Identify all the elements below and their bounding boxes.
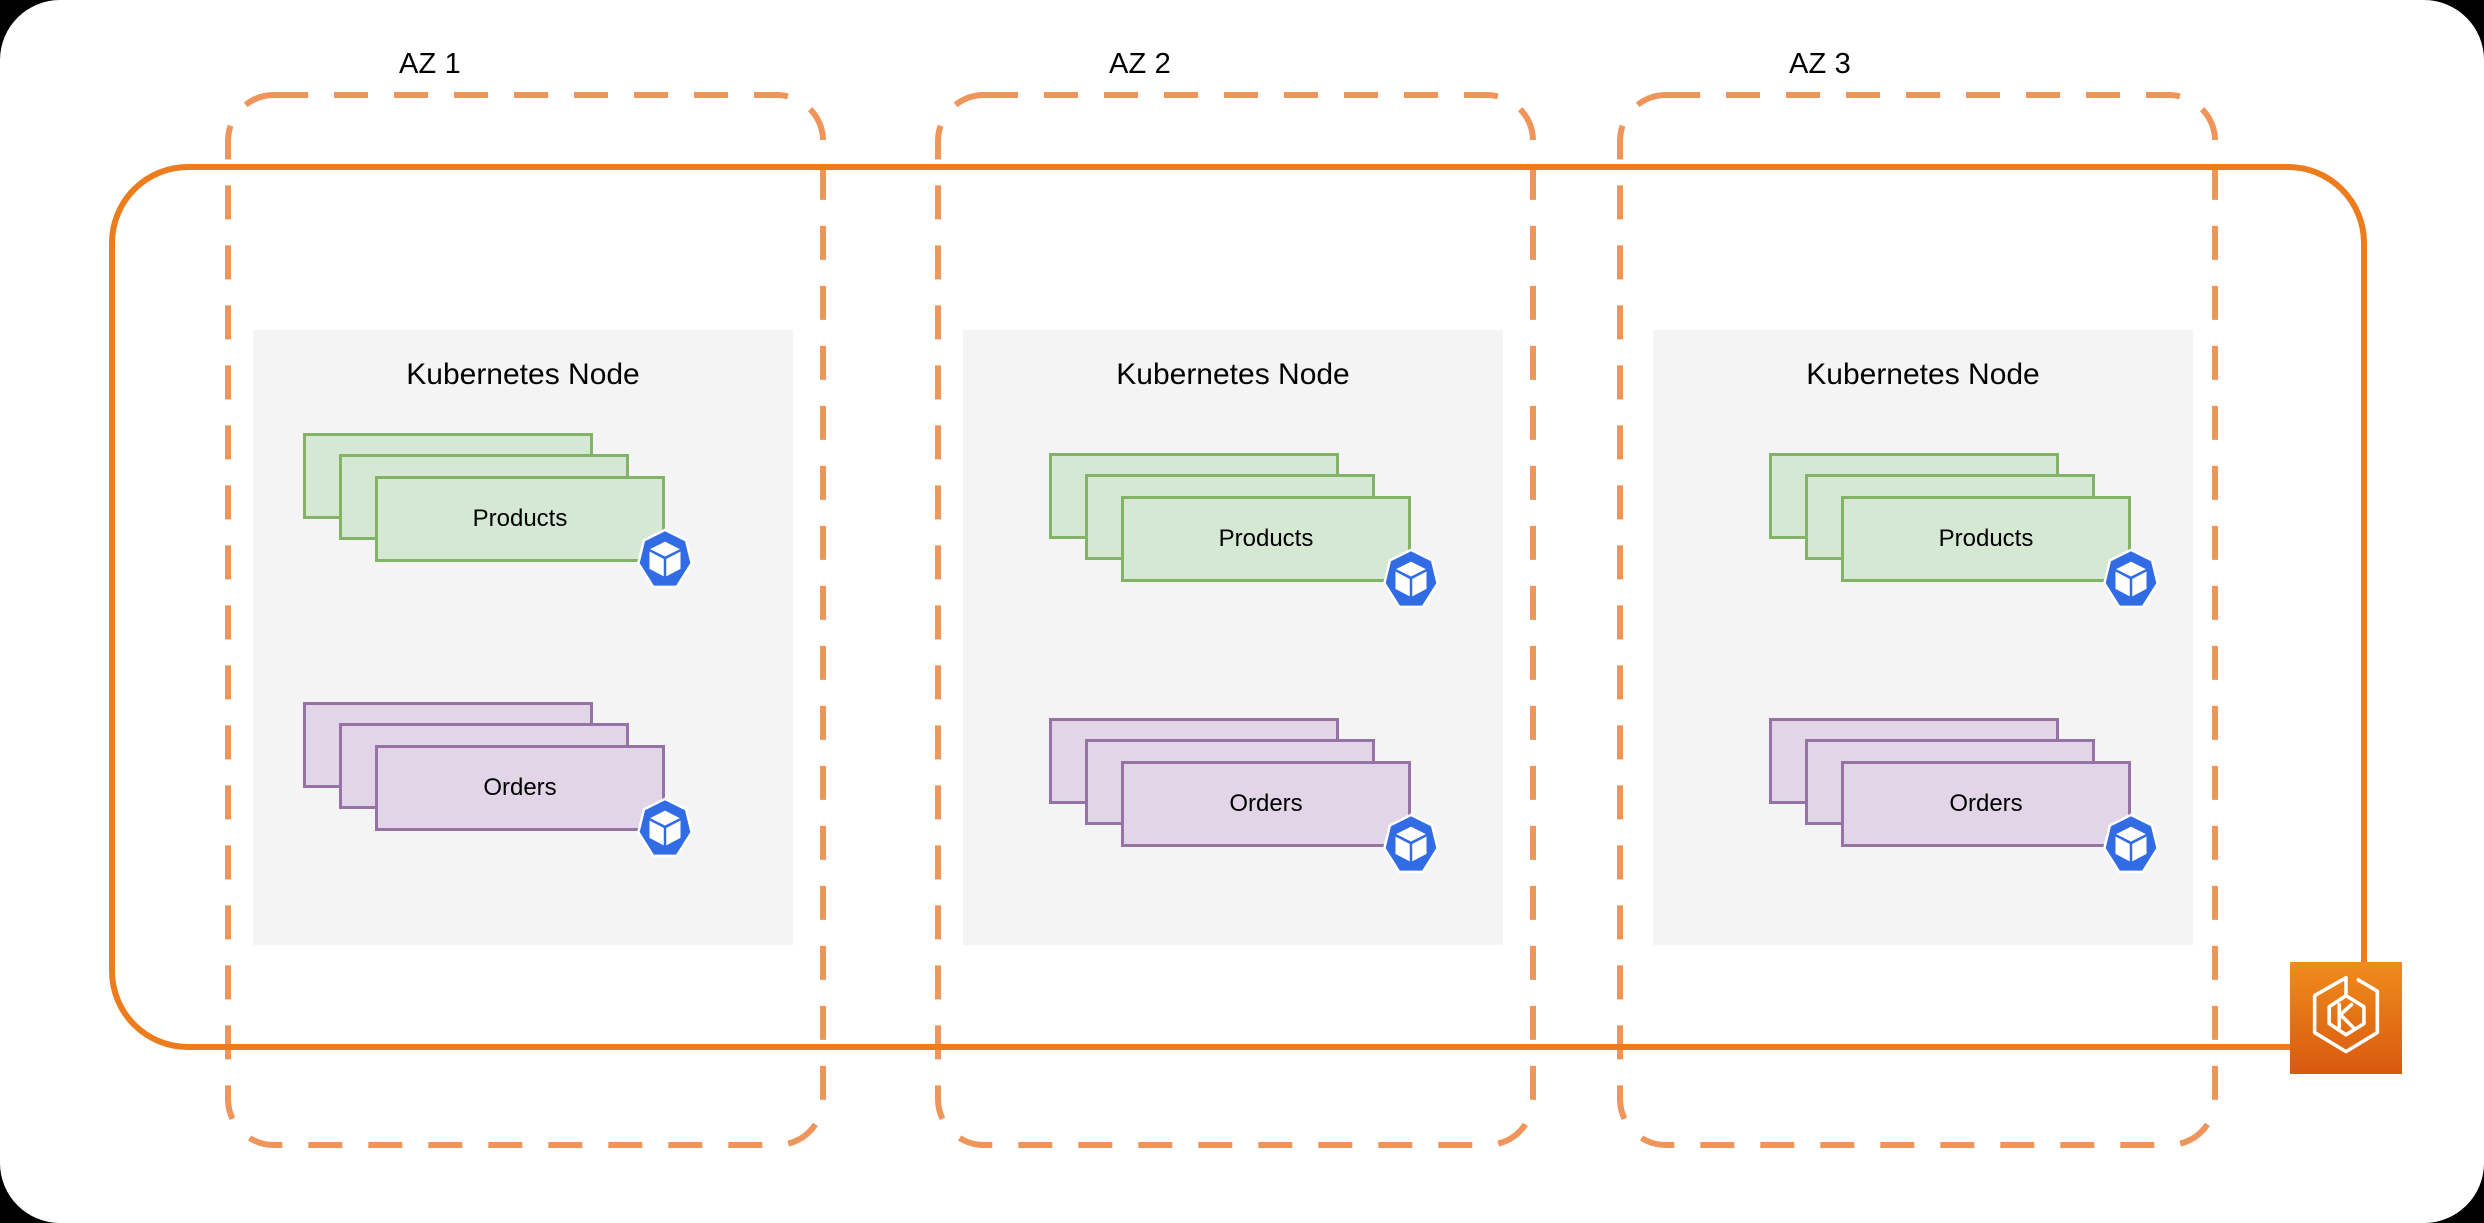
kubernetes-pod-icon bbox=[2103, 813, 2159, 874]
az-1-orders-pod-replica-3[interactable]: Orders bbox=[375, 745, 665, 831]
az-1-orders-pod-label: Orders bbox=[483, 774, 557, 801]
az-1-products-pod-replica-3[interactable]: Products bbox=[375, 476, 665, 562]
az-1-products-pod-stack[interactable]: Products bbox=[303, 433, 703, 589]
az-2-orders-pod-replica-3[interactable]: Orders bbox=[1121, 761, 1411, 847]
az-2-orders-pod-stack[interactable]: Orders bbox=[1049, 718, 1449, 874]
az-2-label: AZ 2 bbox=[1108, 48, 1172, 80]
az-1-orders-pod-stack[interactable]: Orders bbox=[303, 702, 703, 858]
az-3-products-pod-label: Products bbox=[1938, 525, 2034, 552]
az-2-orders-pod-label: Orders bbox=[1229, 790, 1303, 817]
az-1-node-title: Kubernetes Node bbox=[406, 358, 640, 391]
az-2-products-pod-label: Products bbox=[1218, 525, 1314, 552]
az-3-products-pod-stack[interactable]: Products bbox=[1769, 453, 2169, 609]
amazon-eks-icon bbox=[2290, 962, 2402, 1074]
az-3-kubernetes-node-panel[interactable]: Kubernetes Node Products Orders bbox=[1653, 330, 2193, 945]
az-2-products-pod-replica-3[interactable]: Products bbox=[1121, 496, 1411, 582]
az-2-kubernetes-node-panel[interactable]: Kubernetes Node Products Orders bbox=[963, 330, 1503, 945]
az-2-node-title: Kubernetes Node bbox=[1116, 358, 1350, 391]
az-3-label: AZ 3 bbox=[1788, 48, 1852, 80]
az-3-orders-pod-label: Orders bbox=[1949, 790, 2023, 817]
az-3-orders-pod-stack[interactable]: Orders bbox=[1769, 718, 2169, 874]
az-2-products-pod-stack[interactable]: Products bbox=[1049, 453, 1449, 609]
kubernetes-pod-icon bbox=[2103, 548, 2159, 609]
kubernetes-pod-icon bbox=[1383, 813, 1439, 874]
az-1-label: AZ 1 bbox=[398, 48, 462, 80]
az-1-kubernetes-node-panel[interactable]: Kubernetes Node Products Orders bbox=[253, 330, 793, 945]
az-3-node-title: Kubernetes Node bbox=[1806, 358, 2040, 391]
kubernetes-pod-icon bbox=[637, 528, 693, 589]
az-3-orders-pod-replica-3[interactable]: Orders bbox=[1841, 761, 2131, 847]
az-3-products-pod-replica-3[interactable]: Products bbox=[1841, 496, 2131, 582]
az-1-products-pod-label: Products bbox=[472, 505, 568, 532]
kubernetes-pod-icon bbox=[637, 797, 693, 858]
kubernetes-pod-icon bbox=[1383, 548, 1439, 609]
